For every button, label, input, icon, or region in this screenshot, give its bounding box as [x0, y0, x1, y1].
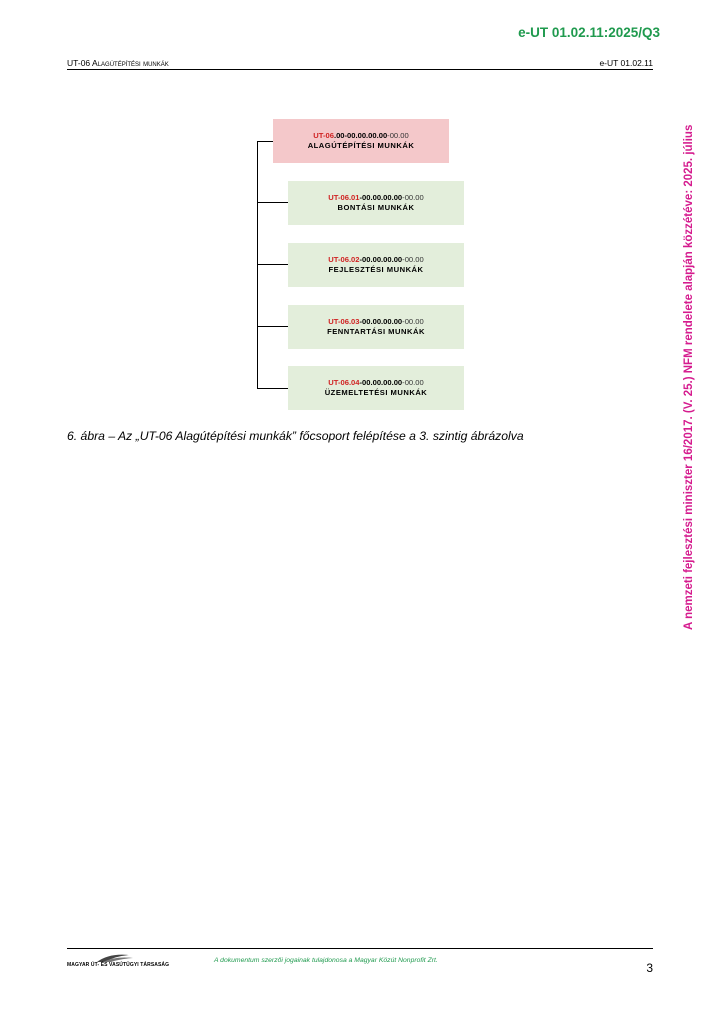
node-code-prefix: UT-06.04 [328, 378, 360, 387]
node-code-suffix: -00.00 [387, 131, 409, 140]
footer-copyright: A dokumentum szerzői jogainak tulajdonos… [214, 957, 438, 964]
node-code-prefix: UT-06 [313, 131, 334, 140]
company-logo-text: MAGYAR ÚT- ÉS VASÚTÜGYI TÁRSASÁG [67, 962, 170, 968]
node-code-suffix: -00.00 [402, 193, 424, 202]
tree-connector-child-3 [257, 326, 288, 327]
header-section-title: UT-06 Alagútépítési munkák [67, 58, 169, 68]
node-name: ALAGÚTÉPÍTÉSI MUNKÁK [307, 141, 415, 150]
tree-connector-root [257, 141, 273, 142]
diagram-node-child-1: UT-06.01-00.00.00.00-00.00 BONTÁSI MUNKÁ… [288, 181, 464, 225]
tree-connector-child-4 [257, 388, 288, 389]
node-code-middle: -00.00.00.00 [359, 255, 403, 264]
diagram-node-child-4: UT-06.04-00.00.00.00-00.00 ÜZEMELTETÉSI … [288, 366, 464, 410]
node-code-suffix: -00.00 [402, 255, 424, 264]
diagram-node-child-3: UT-06.03-00.00.00.00-00.00 FENNTARTÁSI M… [288, 305, 464, 349]
diagram-node-root: UT-06.00-00.00.00.00-00.00 ALAGÚTÉPÍTÉSI… [273, 119, 449, 163]
node-name: FENNTARTÁSI MUNKÁK [327, 327, 425, 336]
node-code-middle: .00-00.00.00.00 [333, 131, 388, 140]
footer-divider [67, 948, 653, 949]
node-code-suffix: -00.00 [402, 378, 424, 387]
node-code: UT-06.01-00.00.00.00-00.00 [328, 193, 423, 203]
node-name: FEJLESZTÉSI MUNKÁK [328, 265, 424, 274]
company-logo-icon [97, 954, 133, 962]
document-code: e-UT 01.02.11:2025/Q3 [518, 25, 660, 40]
node-code-middle: -00.00.00.00 [359, 193, 403, 202]
header-document-id: e-UT 01.02.11 [599, 58, 653, 68]
node-code: UT-06.03-00.00.00.00-00.00 [328, 317, 423, 327]
tree-connector-child-2 [257, 264, 288, 265]
diagram-node-child-2: UT-06.02-00.00.00.00-00.00 FEJLESZTÉSI M… [288, 243, 464, 287]
tree-connector-vertical [257, 141, 258, 389]
node-code-prefix: UT-06.03 [328, 317, 360, 326]
node-code-prefix: UT-06.02 [328, 255, 360, 264]
node-code: UT-06.02-00.00.00.00-00.00 [328, 255, 423, 265]
node-code-middle: -00.00.00.00 [359, 378, 403, 387]
header-divider [67, 69, 653, 70]
node-code-suffix: -00.00 [402, 317, 424, 326]
figure-caption: 6. ábra – Az „UT-06 Alagútépítési munkák… [67, 429, 524, 443]
node-code: UT-06.04-00.00.00.00-00.00 [328, 378, 423, 388]
node-name: ÜZEMELTETÉSI MUNKÁK [324, 388, 428, 397]
tree-connector-child-1 [257, 202, 288, 203]
node-name: BONTÁSI MUNKÁK [337, 203, 415, 212]
publication-side-note: A nemzeti fejlesztési miniszter 16/2017.… [683, 124, 695, 630]
node-code-prefix: UT-06.01 [328, 193, 360, 202]
node-code-middle: -00.00.00.00 [359, 317, 403, 326]
node-code: UT-06.00-00.00.00.00-00.00 [313, 131, 408, 141]
page-number: 3 [646, 961, 653, 975]
